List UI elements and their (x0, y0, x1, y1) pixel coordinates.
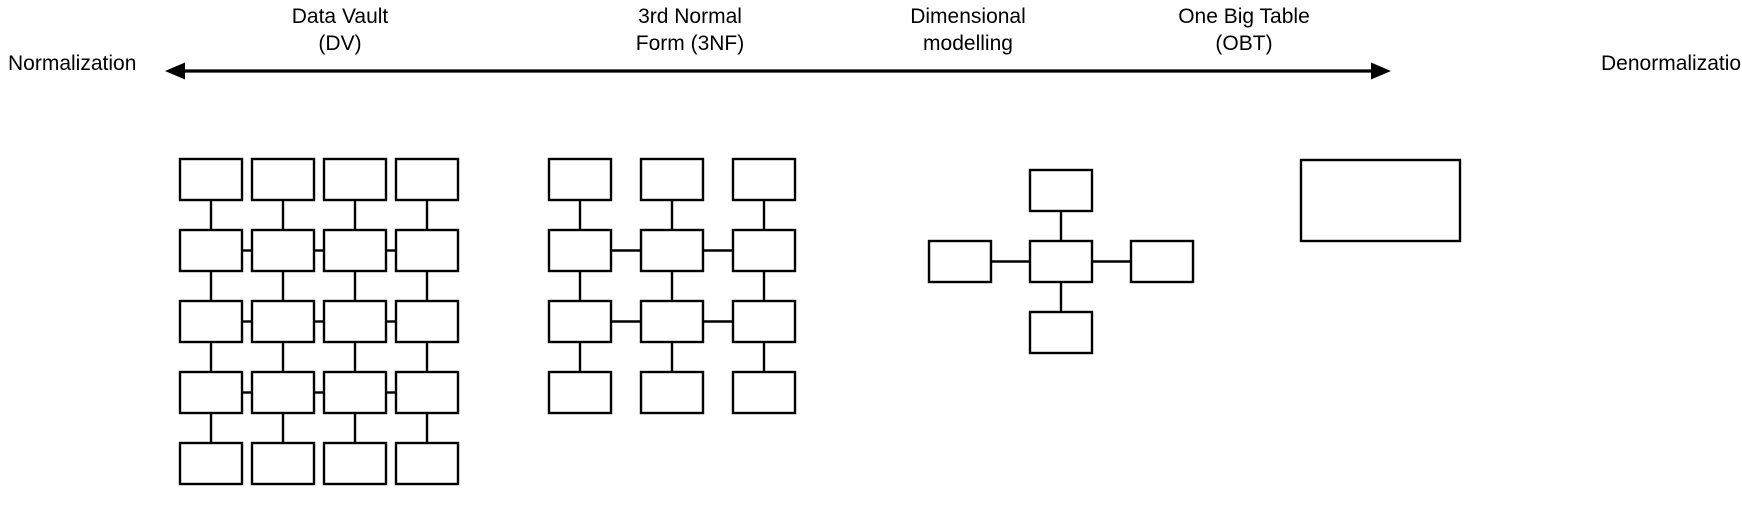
table-box-dv (322, 157, 388, 202)
axis-label-denormalization: Denormalization (1601, 52, 1742, 75)
dimension-table-box-bottom (1028, 310, 1094, 355)
table-box-3nf (731, 299, 797, 344)
table-box-dv (250, 370, 316, 415)
table-box-dv (178, 441, 244, 486)
stage-caption-one-big-table: One Big Table (OBT) (1094, 3, 1394, 57)
stage-caption-line1: Data Vault (291, 5, 389, 28)
table-box-dv (178, 157, 244, 202)
stage-caption-line1: One Big Table (1178, 5, 1310, 28)
table-box-dv (394, 299, 460, 344)
stage-caption-third-normal-form: 3rd Normal Form (3NF) (540, 3, 840, 57)
table-box-dv (394, 157, 460, 202)
fact-table-box (1028, 239, 1094, 284)
stage-caption-line2: (OBT) (1215, 32, 1273, 55)
table-box-3nf (639, 157, 705, 202)
table-box-dv (394, 228, 460, 273)
arrow-left-icon (165, 62, 185, 80)
stage-caption-dimensional-modelling: Dimensional modelling (818, 3, 1118, 57)
stage-caption-line1: 3rd Normal (638, 5, 742, 28)
table-box-dv (250, 228, 316, 273)
table-box-dv (322, 441, 388, 486)
table-box-dv (322, 370, 388, 415)
table-box-3nf (731, 228, 797, 273)
one-big-table-box (1299, 158, 1462, 243)
table-box-dv (178, 228, 244, 273)
axis-label-normalization: Normalization (8, 52, 137, 75)
table-box-dv (178, 299, 244, 344)
table-box-dv (322, 299, 388, 344)
stage-caption-line2: modelling (923, 32, 1013, 55)
table-box-dv (250, 441, 316, 486)
stage-caption-line1: Dimensional (910, 5, 1026, 28)
dimension-table-box-left (927, 239, 993, 284)
table-box-dv (322, 228, 388, 273)
arrow-right-icon (1371, 62, 1391, 80)
table-box-3nf (547, 370, 613, 415)
table-box-dv (250, 157, 316, 202)
table-box-3nf (639, 370, 705, 415)
dimension-table-box-right (1129, 239, 1195, 284)
table-box-3nf (547, 157, 613, 202)
table-box-dv (394, 370, 460, 415)
table-box-3nf (731, 157, 797, 202)
table-box-3nf (547, 228, 613, 273)
stage-caption-line2: Form (3NF) (635, 32, 745, 55)
dimension-table-box-top (1028, 168, 1094, 213)
table-box-3nf (639, 299, 705, 344)
stage-caption-data-vault: Data Vault (DV) (190, 3, 490, 57)
table-box-3nf (639, 228, 705, 273)
stage-caption-line2: (DV) (318, 32, 362, 55)
table-box-3nf (547, 299, 613, 344)
table-box-dv (178, 370, 244, 415)
table-box-dv (250, 299, 316, 344)
table-box-dv (394, 441, 460, 486)
table-box-3nf (731, 370, 797, 415)
